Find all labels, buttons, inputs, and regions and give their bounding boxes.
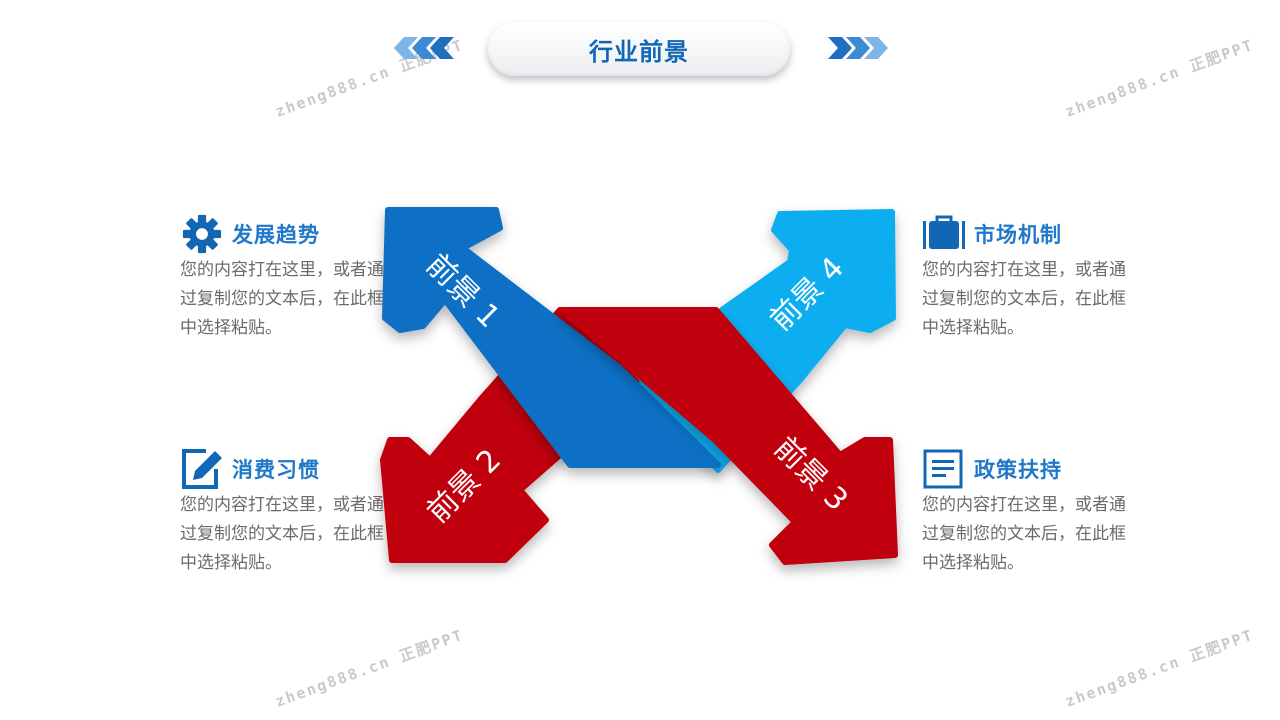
gear-icon: [182, 214, 222, 254]
title-banner: 行业前景: [488, 22, 790, 76]
chevrons-left-icon: [394, 37, 454, 59]
item-policy-support: 政策扶持 您的内容打在这里，或者通过复制您的文本后，在此框中选择粘贴。: [922, 449, 1137, 578]
arrow-prospect-3: [559, 307, 898, 565]
page-title: 行业前景: [589, 37, 689, 66]
item-body: 您的内容打在这里，或者通过复制您的文本后，在此框中选择粘贴。: [180, 495, 384, 573]
document-icon: [923, 449, 963, 489]
arrow-prospect-1: [382, 207, 721, 468]
item-title: 发展趋势: [232, 223, 320, 247]
edit-icon: [182, 449, 222, 489]
item-title: 政策扶持: [974, 458, 1062, 482]
item-body: 您的内容打在这里，或者通过复制您的文本后，在此框中选择粘贴。: [922, 495, 1126, 573]
briefcase-icon: [923, 215, 965, 249]
item-consumer-habits: 消费习惯 您的内容打在这里，或者通过复制您的文本后，在此框中选择粘贴。: [180, 449, 395, 578]
arrow-1-shape: [382, 207, 721, 468]
item-title: 消费习惯: [232, 458, 320, 482]
item-body: 您的内容打在这里，或者通过复制您的文本后，在此框中选择粘贴。: [180, 260, 384, 338]
item-development-trend: 发展趋势 您的内容打在这里，或者通过复制您的文本后，在此框中选择粘贴。: [180, 214, 395, 343]
item-body: 您的内容打在这里，或者通过复制您的文本后，在此框中选择粘贴。: [922, 260, 1126, 338]
arrow-3-shape: [559, 307, 898, 565]
chevrons-right-icon: [828, 37, 888, 59]
item-market-mechanism: 市场机制 您的内容打在这里，或者通过复制您的文本后，在此框中选择粘贴。: [922, 215, 1137, 343]
item-title: 市场机制: [974, 223, 1062, 247]
